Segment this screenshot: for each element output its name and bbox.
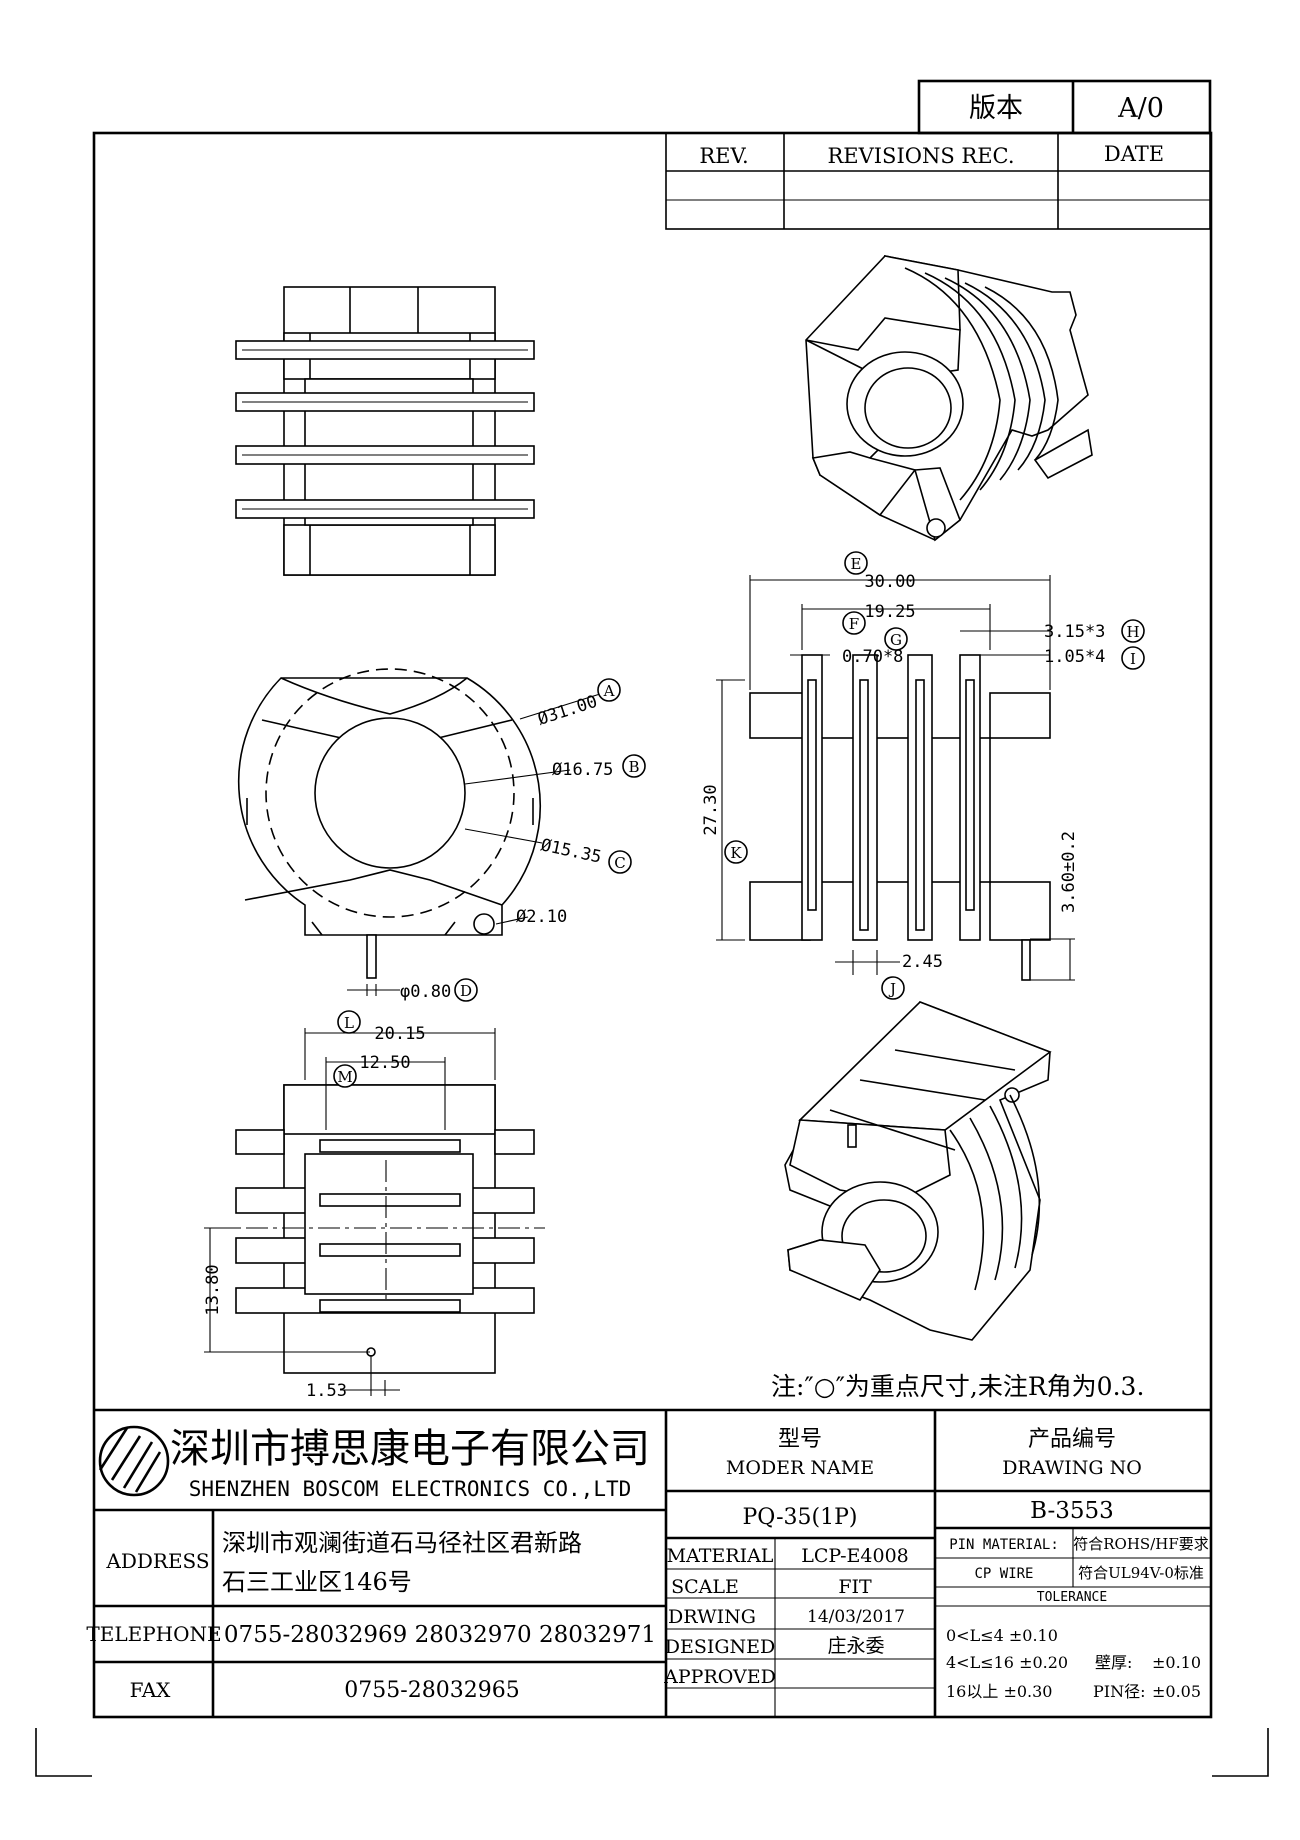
drawing-number: B-3553 xyxy=(1030,1498,1114,1524)
pin-dia-value: ±0.05 xyxy=(1152,1682,1201,1701)
company-name-en: SHENZHEN BOSCOM ELECTRONICS CO.,LTD xyxy=(189,1477,632,1501)
callout-g: G xyxy=(884,627,908,651)
dim-a-value: Ø31.00 xyxy=(535,692,600,730)
isometric-view-bottom xyxy=(784,1000,1052,1341)
pin-material-label: PIN MATERIAL: xyxy=(949,1537,1059,1553)
telephone-value: 0755-28032969 28032970 28032971 xyxy=(224,1622,656,1648)
material-label: MATERIAL xyxy=(667,1545,774,1567)
callout-a: A xyxy=(597,678,621,702)
dim-d-value: φ0.80 xyxy=(400,982,451,1002)
dim-e-value: 30.00 xyxy=(864,572,915,592)
callout-d: D xyxy=(454,978,478,1002)
dim-b-value: Ø16.75 xyxy=(552,760,613,780)
version-value: A/0 xyxy=(1117,93,1164,124)
revision-table: REV. REVISIONS REC. DATE xyxy=(665,132,1211,230)
dim-k-value: 27.30 xyxy=(701,784,721,835)
callout-b: B xyxy=(622,754,646,778)
callout-f: F xyxy=(842,611,866,635)
drawing-label-en: DRAWING NO xyxy=(1002,1457,1142,1479)
address-line2: 石三工业区146号 xyxy=(222,1568,412,1596)
isometric-view-top xyxy=(805,254,1093,542)
svg-text:E: E xyxy=(851,555,862,573)
ul-value: 符合UL94V-0标准 xyxy=(1078,1564,1204,1582)
telephone-label: TELEPHONE xyxy=(86,1622,221,1646)
scale-value: FIT xyxy=(838,1576,872,1598)
front-view xyxy=(237,668,601,996)
fax-label: FAX xyxy=(130,1678,172,1702)
address-line1: 深圳市观澜街道石马径社区君新路 xyxy=(222,1529,582,1557)
dim-h-value: 3.15*3 xyxy=(1044,622,1105,642)
svg-text:F: F xyxy=(849,615,859,633)
callout-c: C xyxy=(608,850,632,874)
material-value: LCP-E4008 xyxy=(801,1545,909,1567)
revisions-rec-header: REVISIONS REC. xyxy=(827,144,1014,168)
callout-e: E xyxy=(844,551,868,575)
tolerance-row-3: 16以上 ±0.30 xyxy=(946,1682,1052,1701)
callout-l: L xyxy=(337,1010,361,1034)
svg-text:J: J xyxy=(888,980,896,998)
drwing-label: DRWING xyxy=(668,1606,756,1628)
rev-header: REV. xyxy=(699,144,748,168)
designed-label: DESIGNED xyxy=(665,1636,776,1658)
side-view xyxy=(716,575,1075,981)
title-block: 深圳市搏思康电子有限公司 SHENZHEN BOSCOM ELECTRONICS… xyxy=(86,1408,1210,1717)
date-header: DATE xyxy=(1104,142,1164,166)
dim-m-value: 12.50 xyxy=(359,1053,410,1073)
dim-i-value: 1.05*4 xyxy=(1044,647,1105,667)
top-view xyxy=(235,286,535,576)
svg-text:G: G xyxy=(890,631,902,649)
svg-text:K: K xyxy=(730,844,742,862)
tolerance-row-1: 0<L≤4 ±0.10 xyxy=(946,1626,1058,1645)
svg-text:B: B xyxy=(628,758,639,776)
svg-text:L: L xyxy=(344,1014,354,1032)
version-label: 版本 xyxy=(969,93,1023,124)
dim-f-value: 19.25 xyxy=(864,602,915,622)
tolerance-title: TOLERANCE xyxy=(1037,1590,1107,1605)
svg-text:I: I xyxy=(1130,650,1136,668)
drawing-label-cn: 产品编号 xyxy=(1028,1427,1116,1452)
model-value: PQ-35(1P) xyxy=(742,1505,857,1530)
wall-label: 壁厚: xyxy=(1095,1653,1132,1672)
version-box: 版本 A/0 xyxy=(917,79,1212,135)
pin-dia-label: PIN径: xyxy=(1093,1682,1145,1701)
scale-label: SCALE xyxy=(671,1576,739,1598)
address-label: ADDRESS xyxy=(105,1549,209,1573)
dim-hole-value: Ø2.10 xyxy=(516,907,567,927)
wall-value: ±0.10 xyxy=(1152,1653,1201,1672)
svg-text:C: C xyxy=(614,854,625,872)
boscom-logo-icon xyxy=(98,1425,170,1497)
callout-i: I xyxy=(1121,646,1145,670)
fax-value: 0755-28032965 xyxy=(344,1678,519,1703)
cp-wire-label: CP WIRE xyxy=(974,1566,1033,1582)
company-name-cn: 深圳市搏思康电子有限公司 xyxy=(170,1426,650,1472)
tolerance-row-2: 4<L≤16 ±0.20 xyxy=(946,1653,1068,1672)
callout-k: K xyxy=(724,840,748,864)
drawing-frame xyxy=(35,131,1269,1777)
dim-pin-height: 3.60±0.2 xyxy=(1059,831,1079,913)
dim-offset-value: 1.53 xyxy=(306,1381,347,1401)
approved-label: APPROVED xyxy=(663,1666,776,1688)
model-label-en: MODER NAME xyxy=(726,1457,874,1479)
designed-value: 庄永委 xyxy=(827,1635,884,1657)
svg-text:H: H xyxy=(1126,623,1139,641)
callout-j: J xyxy=(881,976,905,1000)
callouts: A B C D E F G H I J K L M xyxy=(333,551,1145,1088)
rohs-value: 符合ROHS/HF要求 xyxy=(1073,1535,1209,1553)
callout-h: H xyxy=(1121,619,1145,643)
dim-g-value: 0.70*8 xyxy=(842,647,903,667)
dimension-labels: 30.00 19.25 0.70*8 3.15*3 1.05*4 27.30 3… xyxy=(203,572,1105,1401)
dim-l-value: 20.15 xyxy=(374,1024,425,1044)
drwing-value: 14/03/2017 xyxy=(807,1607,905,1627)
svg-text:D: D xyxy=(460,982,472,1000)
bottom-view xyxy=(204,1028,545,1396)
dim-c-value: Ø15.35 xyxy=(539,835,603,867)
dim-j-value: 2.45 xyxy=(902,952,943,972)
dim-pitch-value: 13.80 xyxy=(203,1264,223,1315)
model-label-cn: 型号 xyxy=(778,1427,822,1452)
callout-m: M xyxy=(333,1064,357,1088)
drawing-note: 注:″○″为重点尺寸,未注R角为0.3. xyxy=(771,1372,1144,1401)
svg-text:M: M xyxy=(337,1068,352,1086)
svg-text:A: A xyxy=(603,682,615,700)
